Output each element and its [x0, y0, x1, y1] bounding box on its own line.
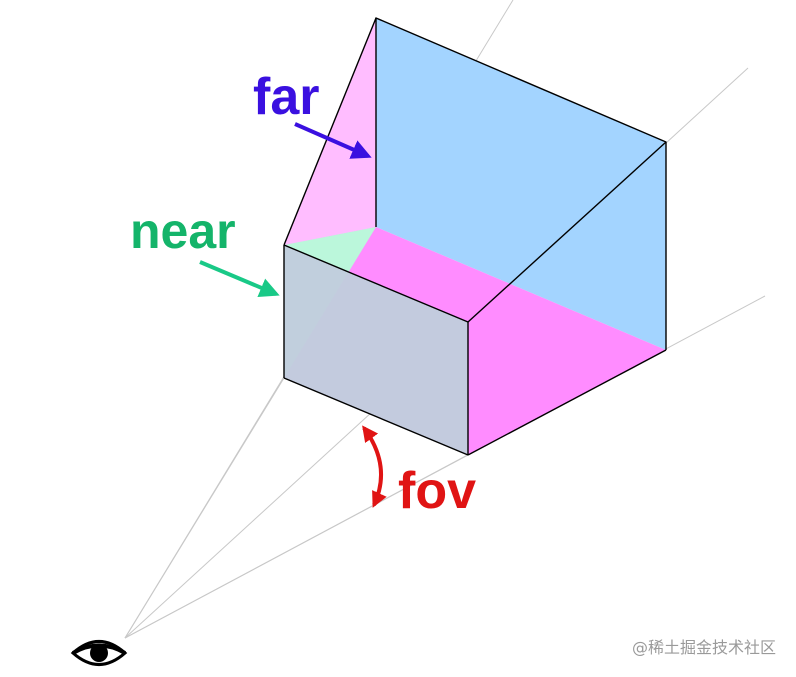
eye-icon — [70, 640, 128, 666]
near-top-edge — [283, 244, 469, 323]
far-arrow — [294, 122, 372, 159]
fov-label: fov — [398, 462, 476, 520]
far-plane — [376, 18, 666, 350]
guide-line-bottom — [124, 454, 469, 639]
bottom-right-edge — [467, 349, 667, 456]
top-silhouette-edge — [283, 17, 377, 246]
watermark-text: @稀土掘金技术社区 — [632, 638, 776, 657]
frustum-edges — [283, 17, 667, 456]
top-right-edge — [467, 141, 667, 323]
fov-arrow — [362, 425, 387, 508]
guide-line-left — [124, 377, 285, 639]
frustum — [283, 17, 667, 456]
far-plane-edges — [375, 17, 667, 350]
near-arrow — [199, 260, 280, 298]
near-plane — [284, 245, 468, 455]
far-label: far — [253, 68, 319, 126]
near-bottom-edge — [283, 377, 469, 456]
near-label: near — [130, 203, 236, 259]
